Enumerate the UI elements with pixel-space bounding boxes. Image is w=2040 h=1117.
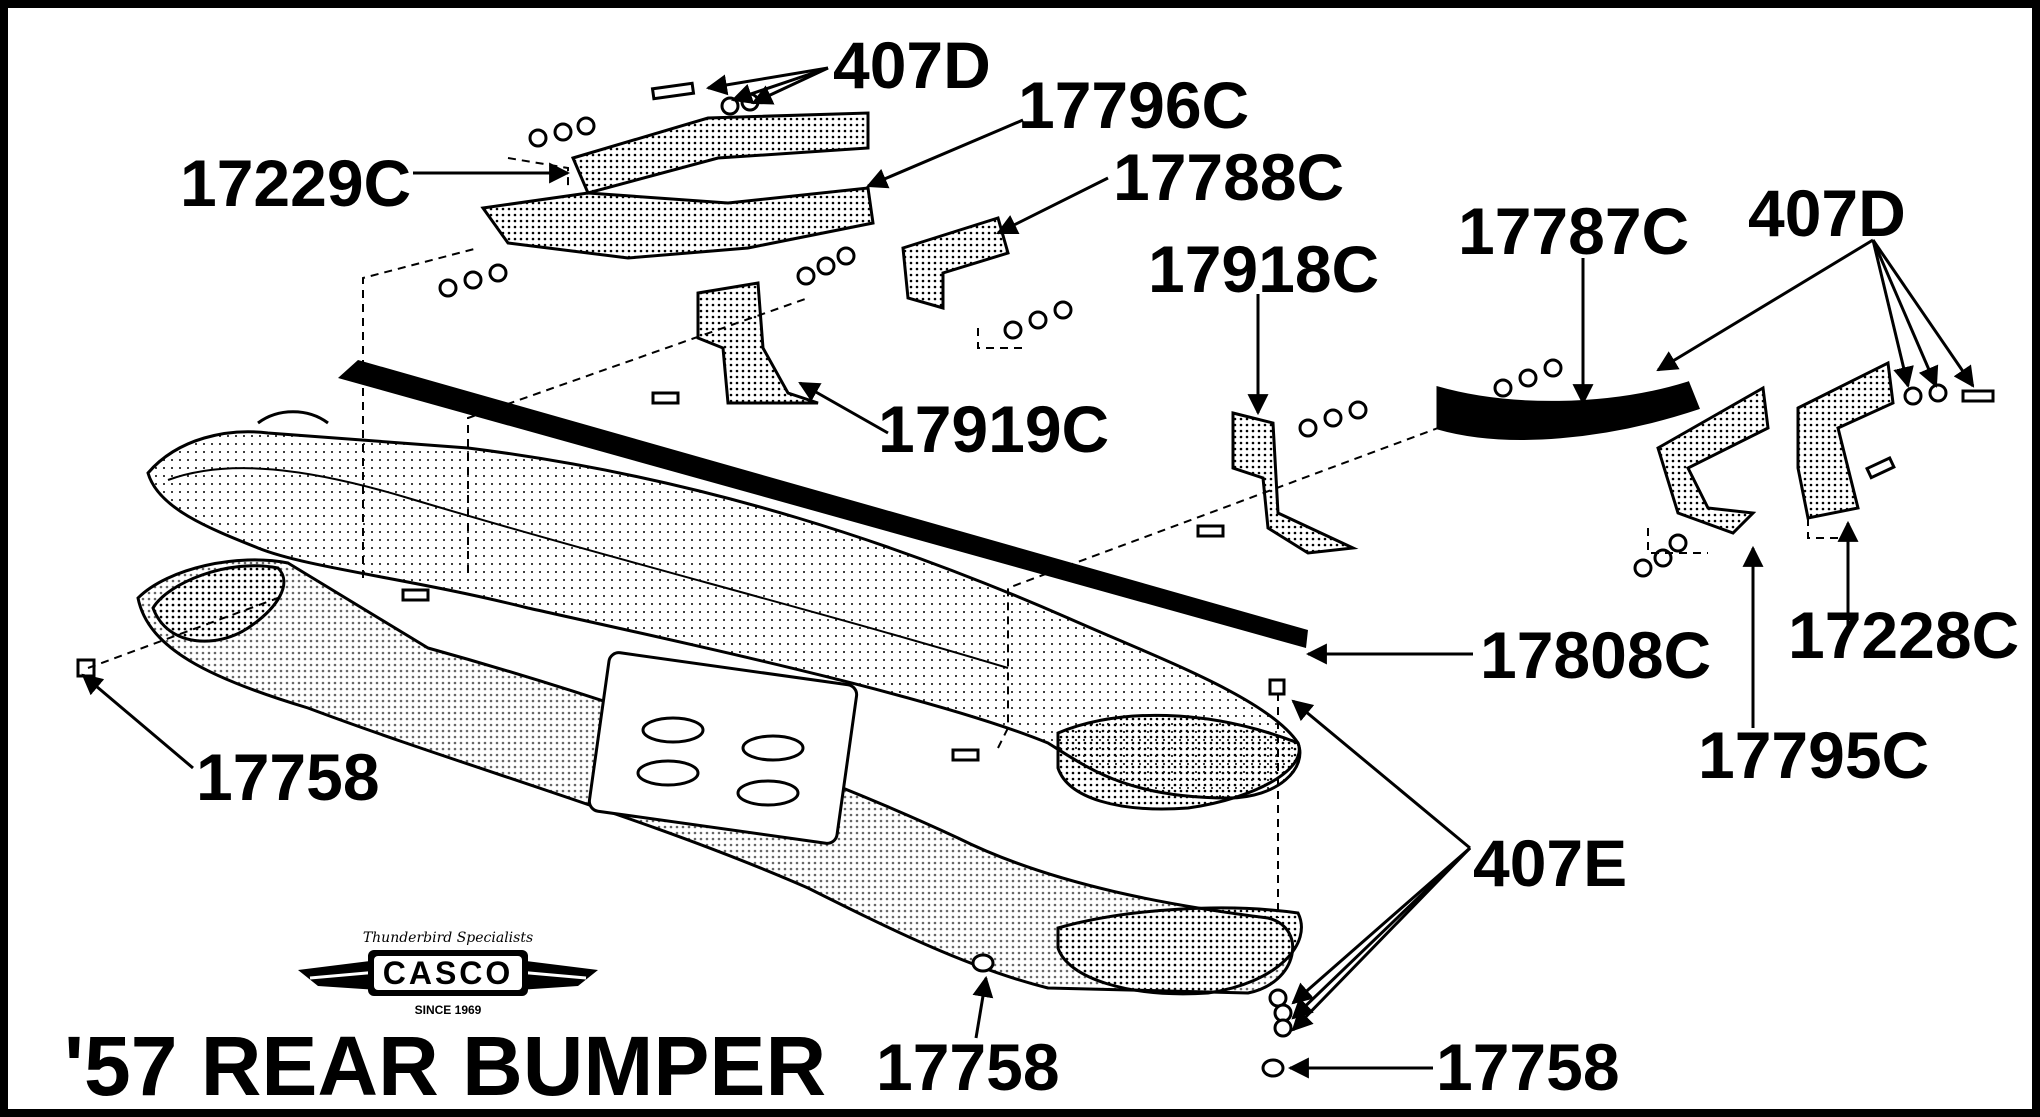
diagram-title: '57 REAR BUMPER	[64, 1019, 827, 1109]
bracket-17228C	[1796, 360, 1895, 520]
bracket-17796C	[480, 186, 875, 260]
trim-strip	[338, 360, 1308, 648]
bracket-17919C	[696, 281, 819, 405]
bracket-17918C	[1231, 411, 1359, 555]
part-label-407d-top: 407D	[833, 28, 991, 102]
part-label-17758-right: 17758	[1436, 1030, 1620, 1104]
casco-logo-wings: Thunderbird Specialists CASCO SINCE 1969	[298, 930, 598, 1017]
bracket-17788C	[901, 216, 1010, 310]
bumper-lower-pan	[136, 558, 1295, 995]
part-label-17228c: 17228C	[1788, 598, 2020, 672]
part-label-17758-left: 17758	[196, 740, 380, 814]
leader-arrows	[81, 66, 1975, 1079]
part-label-17788c: 17788C	[1113, 140, 1345, 214]
part-label-17795c: 17795C	[1698, 718, 1930, 792]
part-label-17787c: 17787C	[1458, 194, 1690, 268]
hardware-group	[76, 81, 1995, 1078]
part-label-17758-bottom: 17758	[876, 1030, 1060, 1104]
part-label-17796c: 17796C	[1018, 68, 1250, 142]
bumper-guard-left	[151, 564, 286, 643]
casco-logo: Thunderbird Specialists CASCO SINCE 1969	[288, 920, 608, 1030]
logo-since: SINCE 1969	[415, 1003, 482, 1017]
bumper-exploded-view	[76, 66, 1995, 1079]
diagram-frame: 407D 17796C 17229C 17788C 17918C 17787C …	[8, 8, 2032, 1109]
bracket-17787C	[1436, 381, 1700, 440]
bumper-guard-right	[1056, 713, 1303, 996]
logo-tagline: Thunderbird Specialists	[363, 930, 533, 946]
part-label-17229c: 17229C	[180, 146, 412, 220]
part-label-17918c: 17918C	[1148, 232, 1380, 306]
logo-brand: CASCO	[383, 955, 514, 991]
part-label-407e: 407E	[1473, 826, 1628, 900]
part-label-407d-right: 407D	[1748, 176, 1906, 250]
bracket-17229C	[570, 111, 870, 195]
part-label-17808c: 17808C	[1480, 618, 1712, 692]
part-label-17919c: 17919C	[878, 392, 1110, 466]
bracket-17795C	[1656, 385, 1770, 535]
